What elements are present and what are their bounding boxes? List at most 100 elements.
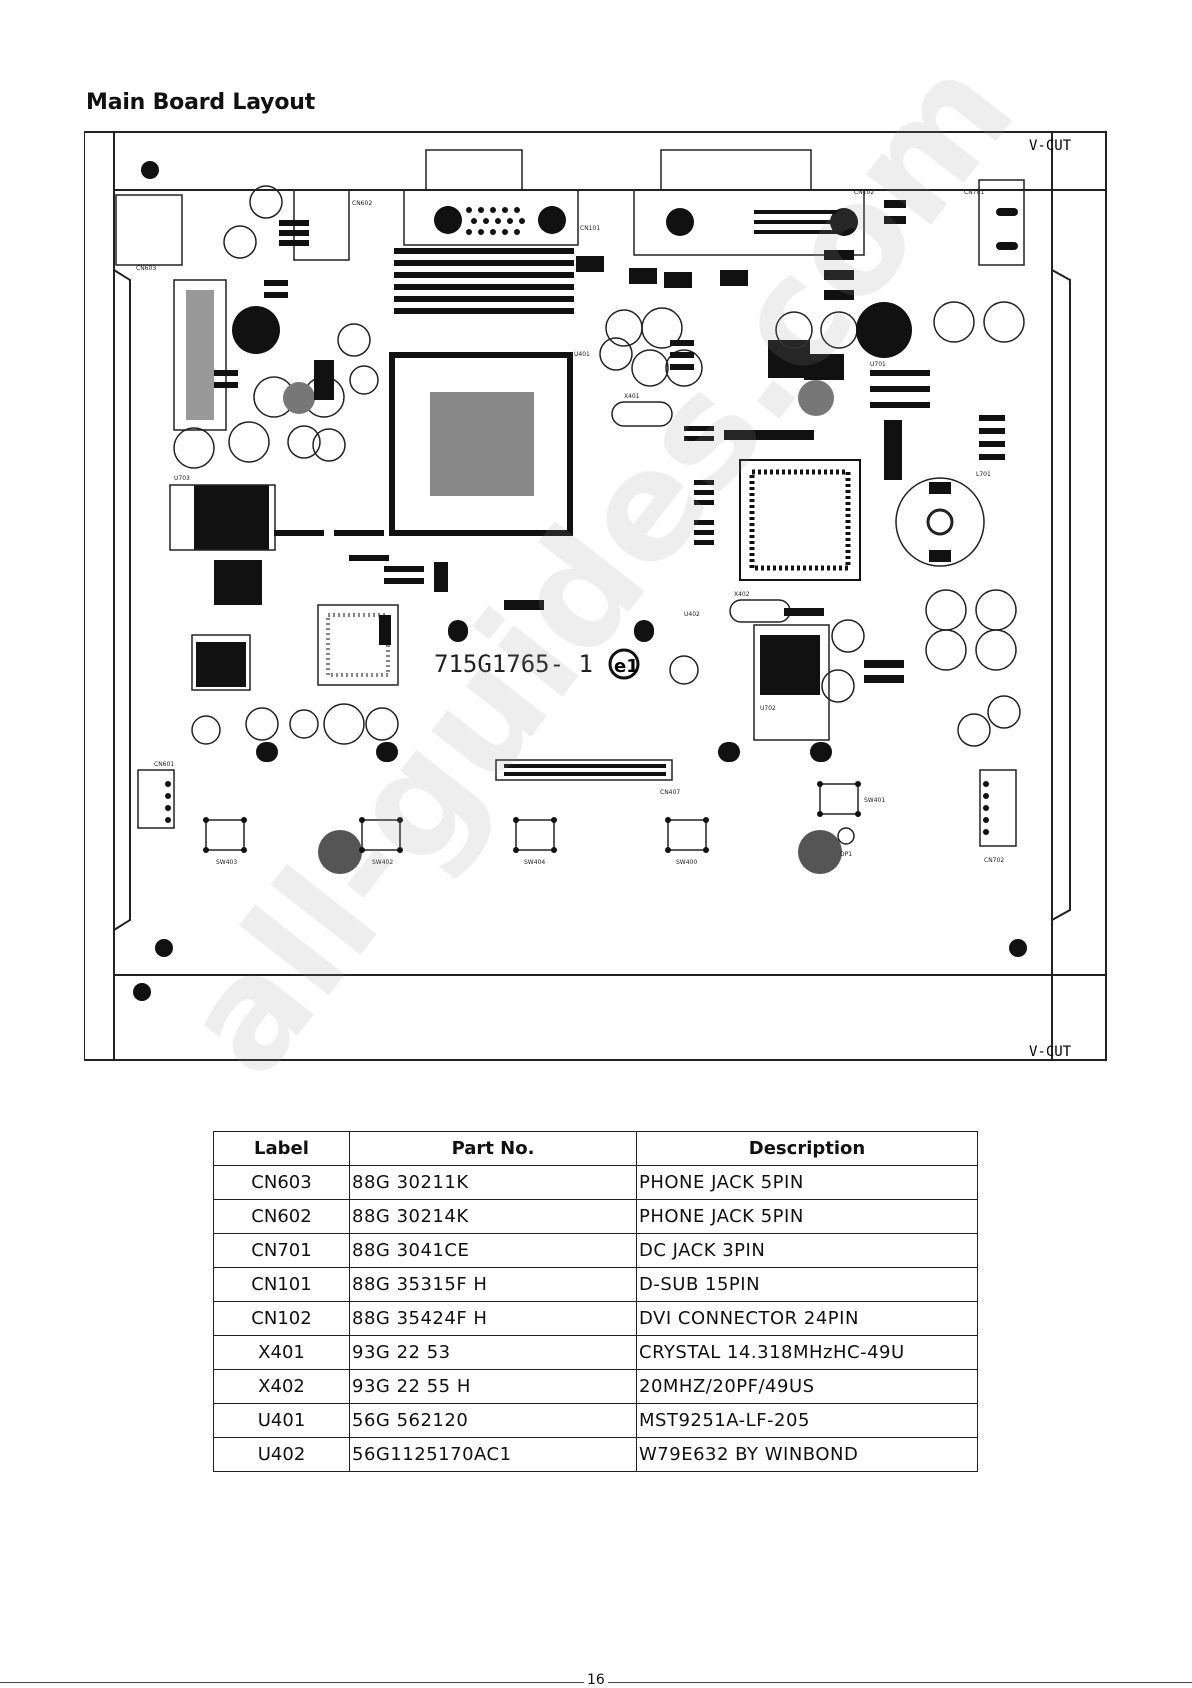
cell-description: D-SUB 15PIN [636, 1267, 978, 1302]
standoff [798, 830, 842, 874]
dvi-pins [754, 210, 844, 234]
regulator-u703 [194, 485, 269, 550]
parts-table: Label Part No. Description CN603 88G 302… [213, 1131, 978, 1472]
svg-text:SW400: SW400 [676, 859, 697, 866]
cell-description: DVI CONNECTOR 24PIN [636, 1301, 978, 1336]
connector-cn702 [979, 769, 1017, 847]
mounting-hole [155, 939, 173, 957]
cell-description: 20MHZ/20PF/49US [636, 1369, 978, 1404]
dsub-pins [466, 207, 525, 235]
board-outline [84, 131, 1107, 1061]
svg-text:e1: e1 [614, 656, 639, 677]
mounting-hole [141, 161, 159, 179]
crystal-x401 [611, 401, 673, 427]
svg-text:U701: U701 [870, 361, 886, 368]
svg-text:CN701: CN701 [964, 189, 984, 196]
svg-text:SW401: SW401 [864, 797, 885, 804]
large-capacitor [232, 306, 280, 354]
table-row: U401 56G 562120 MST9251A-LF-205 [213, 1403, 978, 1438]
table-row: X402 93G 22 55 H 20MHZ/20PF/49US [213, 1369, 978, 1404]
svg-text:L701: L701 [976, 471, 991, 478]
cut-label-top: V-CUT [1029, 138, 1072, 154]
cell-part-no: 88G 30214K [349, 1199, 637, 1234]
crystal-x402 [729, 599, 791, 623]
svg-text:U702: U702 [760, 705, 776, 712]
cell-label: X402 [213, 1369, 350, 1404]
page-heading: Main Board Layout [86, 90, 316, 115]
cell-label: CN603 [213, 1165, 350, 1200]
cut-label-bottom: V-CUT [1029, 1044, 1072, 1060]
cell-part-no: 88G 30211K [349, 1165, 637, 1200]
table-row: CN602 88G 30214K PHONE JACK 5PIN [213, 1199, 978, 1234]
main-board-layout-drawing: V-CUT V-CUT [84, 131, 1107, 1061]
table-row: CN102 88G 35424F H DVI CONNECTOR 24PIN [213, 1301, 978, 1336]
board-number: 715G1765- 1 [434, 650, 593, 678]
coil-l701 [895, 477, 985, 567]
svg-text:CN407: CN407 [660, 789, 680, 796]
ic-u303 [317, 604, 399, 686]
mounting-hole [1009, 939, 1027, 957]
smd-components [214, 200, 1005, 683]
ic-u402 [739, 459, 861, 581]
connector-cn601 [137, 769, 175, 829]
cell-part-no: 88G 35315F H [349, 1267, 637, 1302]
table-row: CN603 88G 30211K PHONE JACK 5PIN [213, 1165, 978, 1200]
cell-part-no: 56G 562120 [349, 1403, 637, 1438]
large-capacitor [856, 302, 912, 358]
connector-cn101 [403, 189, 579, 246]
svg-text:U703: U703 [174, 475, 190, 482]
table-row: CN101 88G 35315F H D-SUB 15PIN [213, 1267, 978, 1302]
cell-description: CRYSTAL 14.318MHzHC-49U [636, 1335, 978, 1370]
regulator-u705 [760, 635, 820, 695]
dvi-shell [660, 149, 812, 191]
cell-part-no: 93G 22 55 H [349, 1369, 637, 1404]
svg-text:SW404: SW404 [524, 859, 545, 866]
cell-description: PHONE JACK 5PIN [636, 1165, 978, 1200]
svg-text:SW402: SW402 [372, 859, 393, 866]
connector-cn102 [633, 189, 865, 256]
cell-description: PHONE JACK 5PIN [636, 1199, 978, 1234]
svg-text:U402: U402 [684, 611, 700, 618]
svg-text:CN102: CN102 [854, 189, 874, 196]
cell-description: MST9251A-LF-205 [636, 1403, 978, 1438]
cell-part-no: 93G 22 53 [349, 1335, 637, 1370]
svg-text:CN101: CN101 [580, 225, 600, 232]
cell-label: X401 [213, 1335, 350, 1370]
cell-label: CN101 [213, 1267, 350, 1302]
table-header-row: Label Part No. Description [213, 1131, 978, 1166]
column-header-description: Description [636, 1131, 978, 1166]
standoff [318, 830, 362, 874]
e1-mark [608, 648, 640, 680]
table-row: X401 93G 22 53 CRYSTAL 14.318MHzHC-49U [213, 1335, 978, 1370]
table-row: CN701 88G 3041CE DC JACK 3PIN [213, 1233, 978, 1268]
svg-text:CN602: CN602 [352, 200, 372, 207]
svg-text:SW403: SW403 [216, 859, 237, 866]
cell-description: DC JACK 3PIN [636, 1233, 978, 1268]
svg-text:CN603: CN603 [136, 265, 156, 272]
column-header-label: Label [213, 1131, 350, 1166]
cell-part-no: 88G 3041CE [349, 1233, 637, 1268]
ic-u401 [389, 352, 573, 536]
svg-text:DP1: DP1 [840, 851, 852, 858]
table-row: U402 56G1125170AC1 W79E632 BY WINBOND [213, 1437, 978, 1472]
mounting-hole [133, 983, 151, 1001]
header-cn407 [495, 759, 673, 781]
column-header-part-no: Part No. [349, 1131, 637, 1166]
ic-u601 [173, 279, 227, 431]
svg-text:CN601: CN601 [154, 761, 174, 768]
cell-label: U401 [213, 1403, 350, 1438]
svg-text:X402: X402 [734, 591, 750, 598]
page-number: 16 [584, 1672, 608, 1688]
cell-label: U402 [213, 1437, 350, 1472]
svg-text:CN702: CN702 [984, 857, 1004, 864]
svg-text:U401: U401 [574, 351, 590, 358]
connector-cn701 [978, 179, 1025, 266]
cell-part-no: 88G 35424F H [349, 1301, 637, 1336]
cell-description: W79E632 BY WINBOND [636, 1437, 978, 1472]
cell-label: CN602 [213, 1199, 350, 1234]
dsub-shell [425, 149, 523, 191]
cell-label: CN102 [213, 1301, 350, 1336]
cell-part-no: 56G1125170AC1 [349, 1437, 637, 1472]
switches [205, 783, 859, 851]
cell-label: CN701 [213, 1233, 350, 1268]
